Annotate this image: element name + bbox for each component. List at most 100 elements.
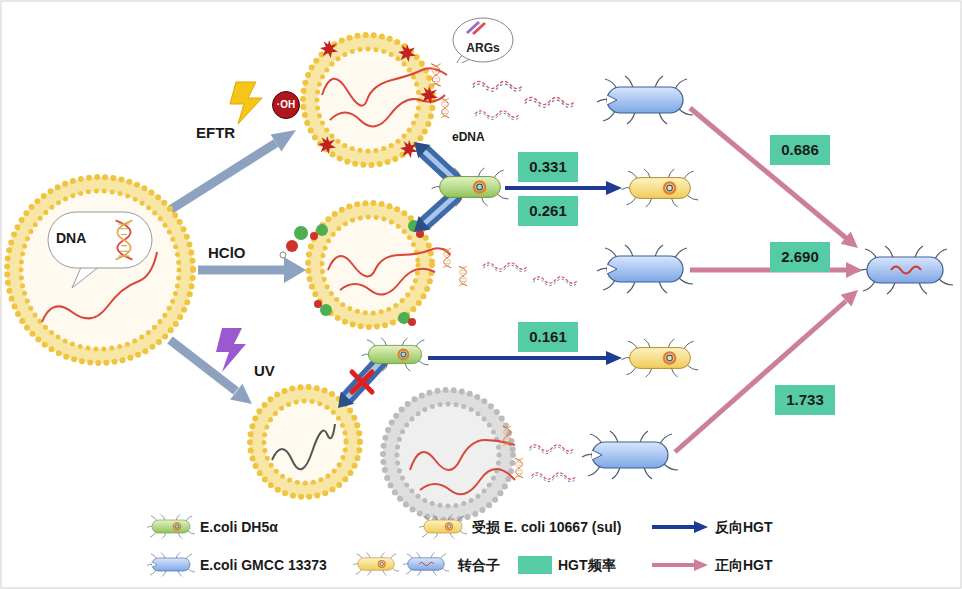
- eftr-liposome: [303, 35, 575, 165]
- damaged-cell: [622, 169, 699, 207]
- legend-samples-part: [147, 553, 195, 577]
- grey-liposome-part: [530, 445, 575, 454]
- uv-lightning: [216, 328, 246, 372]
- gmcc-cell: [597, 76, 693, 124]
- gmcc-cell: [597, 245, 693, 293]
- damaged-cell: [622, 339, 699, 377]
- liposome-outline-part: [21, 191, 179, 349]
- frequency-box: 0.686: [770, 135, 830, 165]
- forward-hgt-arrows-part: [675, 301, 846, 452]
- eftr-liposome-part: [322, 68, 447, 105]
- frequency-value: 1.733: [786, 391, 824, 409]
- legend-text: 正向HGT: [715, 556, 773, 574]
- reverse-hgt-arrows-part: [606, 351, 622, 365]
- uptake-tubes-part: [425, 196, 455, 223]
- hclo-liposome-part: [315, 210, 425, 320]
- grey-liposome-part: [532, 473, 577, 482]
- hclo-liposome-part: [459, 266, 467, 286]
- treatment-arrows-part: [198, 266, 286, 275]
- hclo-liposome-part: [340, 269, 435, 295]
- eftr-liposome-part: [330, 95, 445, 126]
- frequency-value: 0.161: [529, 328, 567, 346]
- reverse-hgt-arrows-part: [428, 356, 608, 360]
- forward-hgt-arrows-part: [690, 108, 846, 238]
- uv-liposome-part: [272, 424, 335, 469]
- grey-liposome: [383, 390, 576, 520]
- hclo-liposome-part: [483, 263, 528, 272]
- eftr-liposome-part: [318, 136, 336, 154]
- frequency-value: 0.686: [781, 141, 819, 159]
- frequency-value: 2.690: [781, 248, 819, 266]
- legend-text: 受损 E. coli 10667 (sul): [472, 518, 621, 536]
- legend-samples-part: [353, 552, 399, 575]
- uptake-tubes-part: [347, 362, 380, 398]
- liposome-outline-part: [14, 184, 186, 356]
- eftr-liposome-part: [473, 81, 523, 91]
- callout-text-holder: ARGs: [452, 38, 514, 56]
- frequency-box: 0.261: [518, 196, 578, 226]
- frequency-box: 1.733: [775, 385, 835, 415]
- liposome-outline: [2, 172, 198, 368]
- legend-text: 转合子: [458, 556, 500, 574]
- liposome-outline-part: [7, 177, 193, 363]
- hclo-liposome-part: [310, 232, 318, 240]
- forward-hgt-arrows-part: [841, 290, 858, 307]
- callout-text: ARGs: [466, 41, 499, 55]
- hclo-liposome-part: [408, 318, 416, 326]
- hclo-molecule-part: [286, 240, 298, 252]
- eftr-liposome-part: [525, 97, 575, 107]
- reverse-hgt-arrows-part: [606, 181, 622, 195]
- grey-liposome-part: [397, 404, 499, 506]
- hclo-liposome-part: [316, 224, 328, 236]
- eftr-liposome-part: [431, 64, 441, 86]
- liposome-outline-part: [48, 212, 152, 268]
- hclo-liposome-part: [320, 304, 332, 316]
- hclo-molecule-part: [294, 226, 308, 240]
- radical-label: ·OH: [277, 99, 295, 111]
- frequency-value: 0.331: [529, 158, 567, 176]
- frequency-box: 0.161: [518, 322, 578, 352]
- lightning-icon: [230, 82, 262, 124]
- treatment-label: UV: [254, 362, 275, 380]
- liposome: DNA: [2, 172, 198, 368]
- legend-text: HGT频率: [558, 556, 616, 574]
- treatment-arrows-part: [230, 384, 252, 404]
- liposome-outline-part: [116, 220, 133, 259]
- grey-liposome-part: [420, 469, 515, 494]
- uv-liposome-part: [250, 387, 360, 497]
- legend-samples-part: [403, 552, 449, 575]
- reverse-hgt-arrows: [428, 181, 622, 365]
- hclo-molecule-part: [280, 252, 286, 258]
- frequency-value: 0.261: [529, 202, 567, 220]
- treatment-label: EFTR: [196, 124, 235, 142]
- gmcc-cell: [582, 431, 678, 479]
- uptake-tubes-part: [414, 216, 430, 232]
- grey-liposome-part: [503, 426, 511, 446]
- grey-liposome-part: [390, 397, 506, 513]
- bubble-outline-part: [473, 23, 485, 34]
- forward-hgt-arrows-part: [846, 262, 862, 278]
- uptake-tubes-part: [425, 152, 455, 180]
- legend-samples-part: [652, 525, 696, 529]
- radical-dot: ·OH: [272, 91, 300, 119]
- dh5a-cell: [432, 168, 509, 206]
- legend-samples-part: [147, 515, 195, 539]
- hclo-molecule: [280, 226, 308, 258]
- liposome-text-holder: DNA: [56, 230, 86, 247]
- transformant-cell: [857, 246, 953, 294]
- legend-samples-part: [652, 563, 696, 567]
- treatment-label: HClO: [208, 244, 246, 262]
- treatment-arrows-part: [284, 257, 306, 283]
- forward-hgt-arrows-part: [841, 232, 858, 248]
- treatment-arrows-part: [170, 143, 276, 210]
- edna-label: eDNA: [452, 130, 485, 145]
- eftr-liposome-part: [420, 86, 438, 104]
- hclo-liposome-part: [322, 217, 418, 313]
- legend-samples-part: [694, 559, 708, 571]
- uptake-tubes-part: [347, 362, 380, 398]
- hclo-liposome-part: [328, 248, 450, 276]
- eftr-liposome-part: [475, 111, 520, 120]
- dh5a-cell: [361, 338, 428, 372]
